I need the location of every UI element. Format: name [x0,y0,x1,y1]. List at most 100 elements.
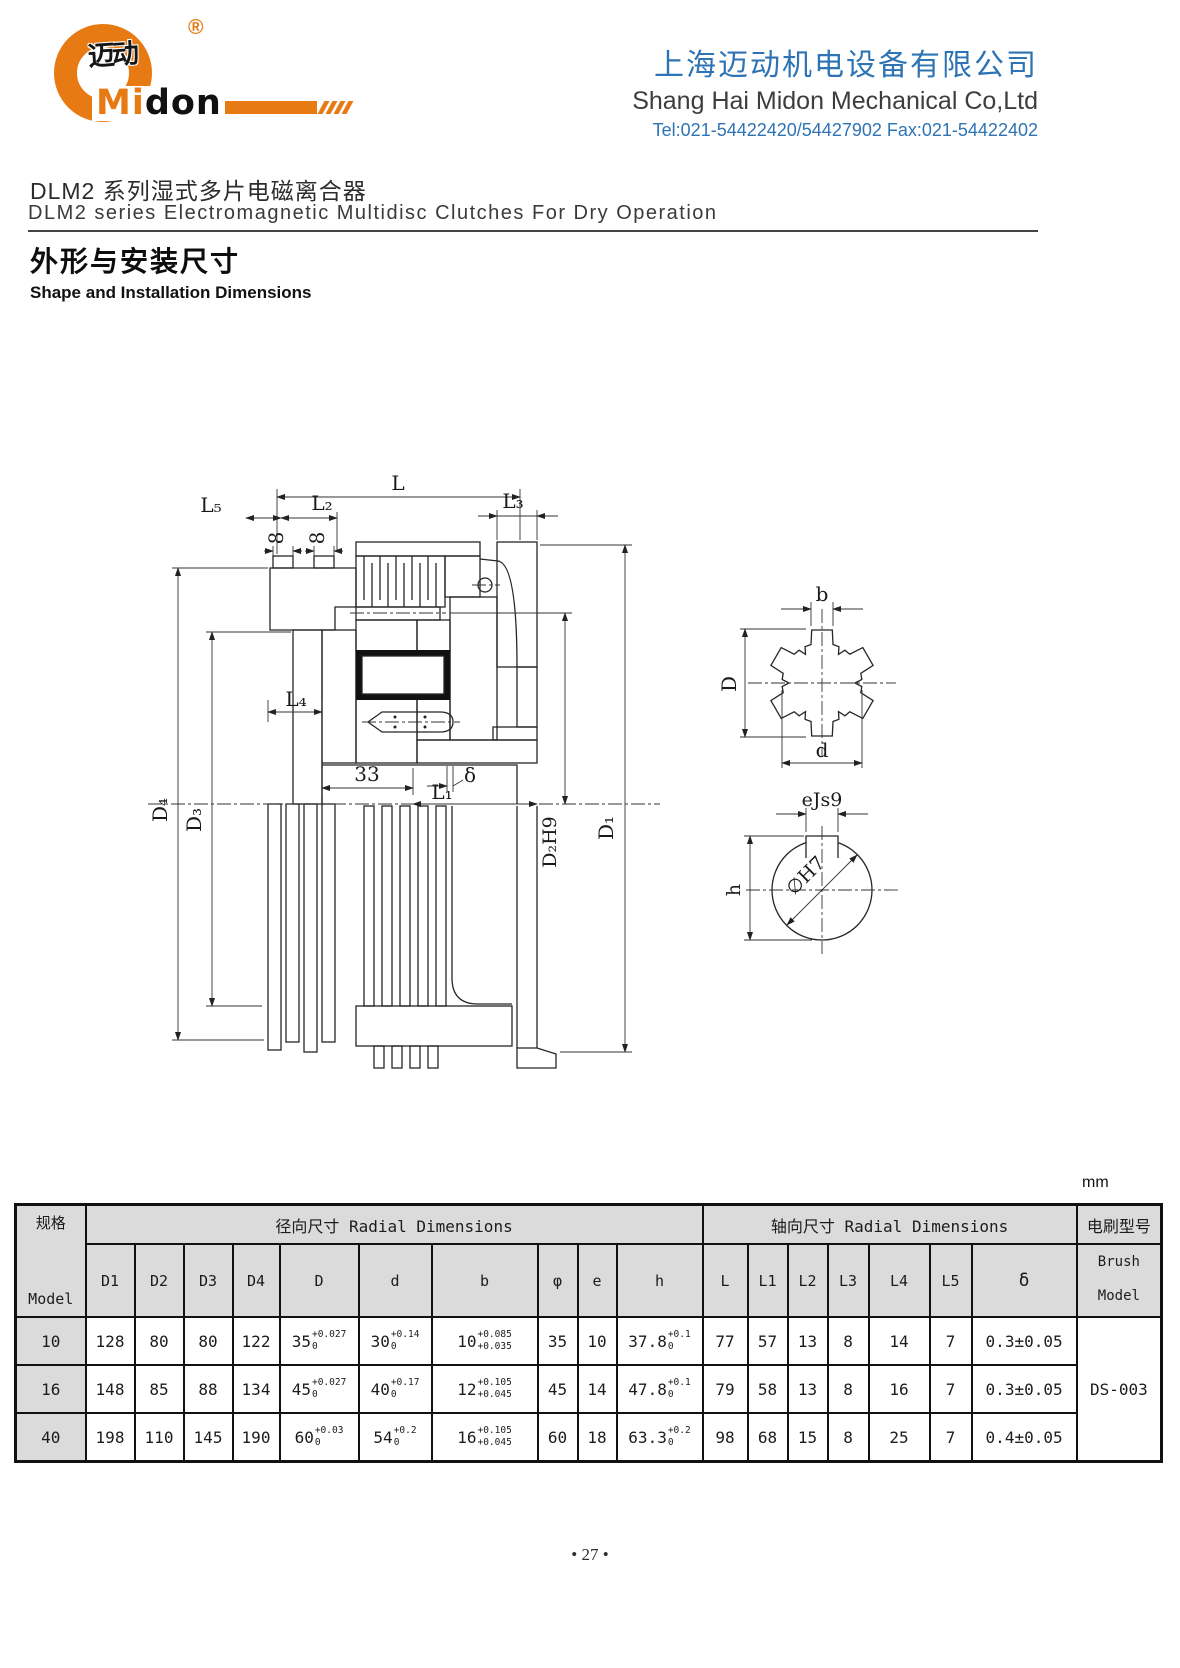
table-cell: 88 [182,1364,234,1414]
model-cell: 10 [14,1316,87,1366]
disc-pack-top [355,555,446,608]
table-cell: 25 [867,1412,931,1463]
series-title-en: DLM2 series Electromagnetic Multidisc Cl… [28,202,1038,232]
table-cell: 77 [701,1316,749,1366]
table-cell: 7 [928,1412,973,1463]
table-col-header: L2 [786,1243,829,1318]
brush-column-header: 电刷型号 [1075,1203,1163,1246]
table-cell: 128 [84,1316,136,1366]
table-cell: 122 [231,1316,281,1366]
spline-profile-view: b D d [717,582,896,768]
table-col-header: h [615,1243,704,1318]
logo-bar [225,101,317,114]
brush-model-cell: DS-003 [1075,1316,1163,1463]
company-name-en: Shang Hai Midon Mechanical Co,Ltd [632,87,1038,115]
table-cell: 13 [786,1364,829,1414]
dim-label-h: h [723,884,745,896]
table-col-header: b [430,1243,539,1318]
table-cell: 60 [536,1412,579,1463]
logo-chinese-mark: 迈动 [86,38,137,72]
dim-label-eJs9: eJs9 [802,789,843,811]
dim-label-d: d [816,738,829,762]
clutch-dimension-drawing: L L₅ L₂ L₃ 8 8 L₄ 33 L₁ δ D₄ D₃ D₂H9 D₁ [148,471,898,1069]
table-col-header: L3 [826,1243,870,1318]
page-number: • 27 • [571,1545,609,1564]
table-cell: 18 [576,1412,618,1463]
dim-label-L1: L₁ [431,780,452,804]
radial-group-header: 径向尺寸 Radial Dimensions [84,1203,704,1246]
model-cell: 40 [14,1412,87,1463]
dim-label-D: D [717,676,741,692]
table-col-header: L4 [867,1243,931,1318]
section-title-zh: 外形与安装尺寸 [30,246,241,277]
pin-detail [366,711,454,733]
main-section-view [148,541,660,1069]
company-header: 上海迈动机电设备有限公司 Shang Hai Midon Mechanical … [632,40,1038,141]
drum-cap [355,541,481,557]
table-cell: 85 [133,1364,185,1414]
dim-label-L: L [391,471,404,495]
table-cell: 0.4±0.05 [970,1412,1078,1463]
dim-label-L5: L₅ [200,493,221,517]
table-cell: 58 [746,1364,789,1414]
table-cell: 35 [536,1316,579,1366]
dim-label-D1: D₁ [594,816,618,840]
table-cell: 98 [701,1412,749,1463]
table-col-header: D [278,1243,360,1318]
table-cell: 14 [576,1364,618,1414]
table-cell: 198 [84,1412,136,1463]
dimension-labels: L L₅ L₂ L₃ 8 8 L₄ 33 L₁ δ D₄ D₃ D₂H9 D₁ [148,471,618,868]
registered-trademark-icon: ® [188,16,204,39]
unit-label: mm [1082,1174,1109,1191]
brush-block [313,555,335,569]
table-cell: 79 [701,1364,749,1414]
table-cell: 13 [786,1316,829,1366]
company-logo: 迈动 ® Midon [40,10,370,130]
table-cell: 15 [786,1412,829,1463]
table-cell: 0.3±0.05 [970,1316,1078,1366]
table-cell: 16 [867,1364,931,1414]
brush-block [272,555,294,569]
dim-label-L2: L₂ [311,491,332,515]
model-cell: 16 [14,1364,87,1414]
table-cell: 14 [867,1316,931,1366]
table-cell: 8 [826,1316,870,1366]
table-col-header: D1 [84,1243,136,1318]
table-cell: 68 [746,1412,789,1463]
table-cell: 16+0.105+0.045 [430,1412,539,1463]
dim-label-D4: D₄ [148,798,172,822]
dim-label-8a: 8 [264,532,288,545]
logo-bar-slashes [317,101,354,114]
table-cell: 190 [231,1412,281,1463]
table-col-header: e [576,1243,618,1318]
table-col-header: D3 [182,1243,234,1318]
table-col-header: D4 [231,1243,281,1318]
dim-label-delta: δ [464,763,476,787]
table-cell: 134 [231,1364,281,1414]
table-cell: 57 [746,1316,789,1366]
dim-label-b: b [816,582,829,606]
table-cell: 80 [133,1316,185,1366]
keyway-bore-view: eJs9 h ∅H7 [723,789,898,954]
spline-profile [770,629,874,737]
table-cell: 148 [84,1364,136,1414]
dim-label-33: 33 [354,762,379,786]
dimensions [172,489,632,1053]
series-title-zh: DLM2 系列湿式多片电磁离合器 [30,178,367,204]
dim-label-L4: L₄ [285,687,306,711]
